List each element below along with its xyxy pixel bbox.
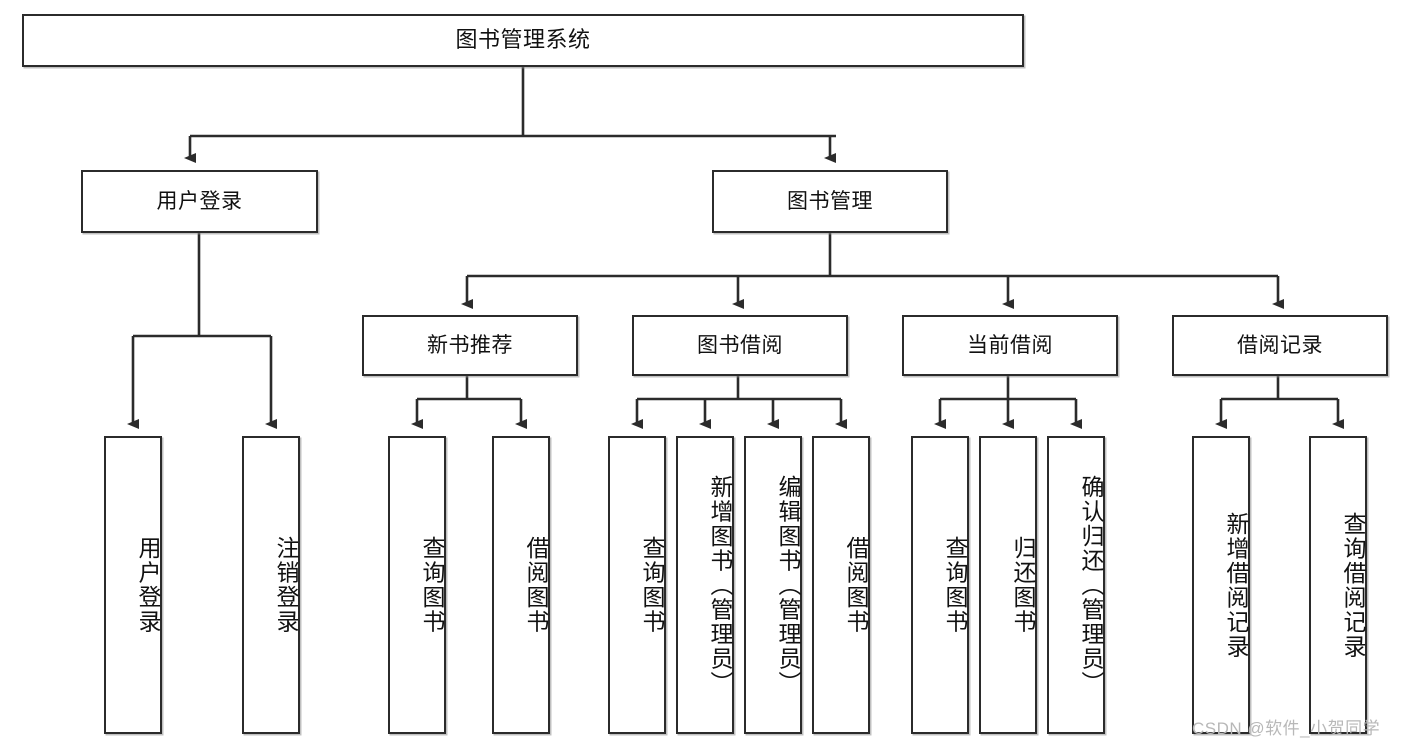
node-label: 查询图书 xyxy=(419,536,445,634)
node-label: 用户登录 xyxy=(135,536,161,634)
node-label: 查询借阅记录 xyxy=(1340,511,1366,659)
leaf-add-book-admin[interactable]: 新增图书（管理员） xyxy=(676,436,734,734)
node-book-borrow[interactable]: 图书借阅 xyxy=(632,315,848,376)
node-borrow-record[interactable]: 借阅记录 xyxy=(1172,315,1388,376)
leaf-user-login[interactable]: 用户登录 xyxy=(104,436,162,734)
node-label: 查询图书 xyxy=(942,536,968,634)
leaf-add-borrow-record[interactable]: 新增借阅记录 xyxy=(1192,436,1250,734)
node-label: 借阅记录 xyxy=(1237,333,1323,357)
node-label: 当前借阅 xyxy=(967,333,1053,357)
node-label: 新增图书（管理员） xyxy=(707,474,733,696)
leaf-query-book-b[interactable]: 查询图书 xyxy=(608,436,666,734)
leaf-query-book-a[interactable]: 查询图书 xyxy=(388,436,446,734)
node-book-management[interactable]: 图书管理 xyxy=(712,170,948,233)
node-label: 图书管理系统 xyxy=(455,27,591,53)
leaf-edit-book-admin[interactable]: 编辑图书（管理员） xyxy=(744,436,802,734)
node-new-book-recommend[interactable]: 新书推荐 xyxy=(362,315,578,376)
leaf-logout[interactable]: 注销登录 xyxy=(242,436,300,734)
node-current-borrow[interactable]: 当前借阅 xyxy=(902,315,1118,376)
leaf-return-book[interactable]: 归还图书 xyxy=(979,436,1037,734)
node-label: 借阅图书 xyxy=(523,536,549,634)
node-label: 新增借阅记录 xyxy=(1223,511,1249,659)
leaf-borrow-book-b[interactable]: 借阅图书 xyxy=(812,436,870,734)
leaf-query-borrow-record[interactable]: 查询借阅记录 xyxy=(1309,436,1367,734)
node-label: 编辑图书（管理员） xyxy=(775,474,801,696)
node-label: 查询图书 xyxy=(639,536,665,634)
watermark-text: CSDN @软件_小贺同学 xyxy=(1192,719,1381,738)
leaf-confirm-return-admin[interactable]: 确认归还（管理员） xyxy=(1047,436,1105,734)
node-root-system[interactable]: 图书管理系统 xyxy=(22,14,1024,67)
leaf-query-book-c[interactable]: 查询图书 xyxy=(911,436,969,734)
leaf-borrow-book-a[interactable]: 借阅图书 xyxy=(492,436,550,734)
node-label: 确认归还（管理员） xyxy=(1078,474,1104,696)
node-user-login[interactable]: 用户登录 xyxy=(81,170,318,233)
node-label: 新书推荐 xyxy=(427,333,513,357)
node-label: 注销登录 xyxy=(273,536,299,634)
node-label: 图书管理 xyxy=(787,189,873,213)
node-label: 借阅图书 xyxy=(843,536,869,634)
node-label: 图书借阅 xyxy=(697,333,783,357)
node-label: 归还图书 xyxy=(1010,536,1036,634)
node-label: 用户登录 xyxy=(156,189,243,213)
